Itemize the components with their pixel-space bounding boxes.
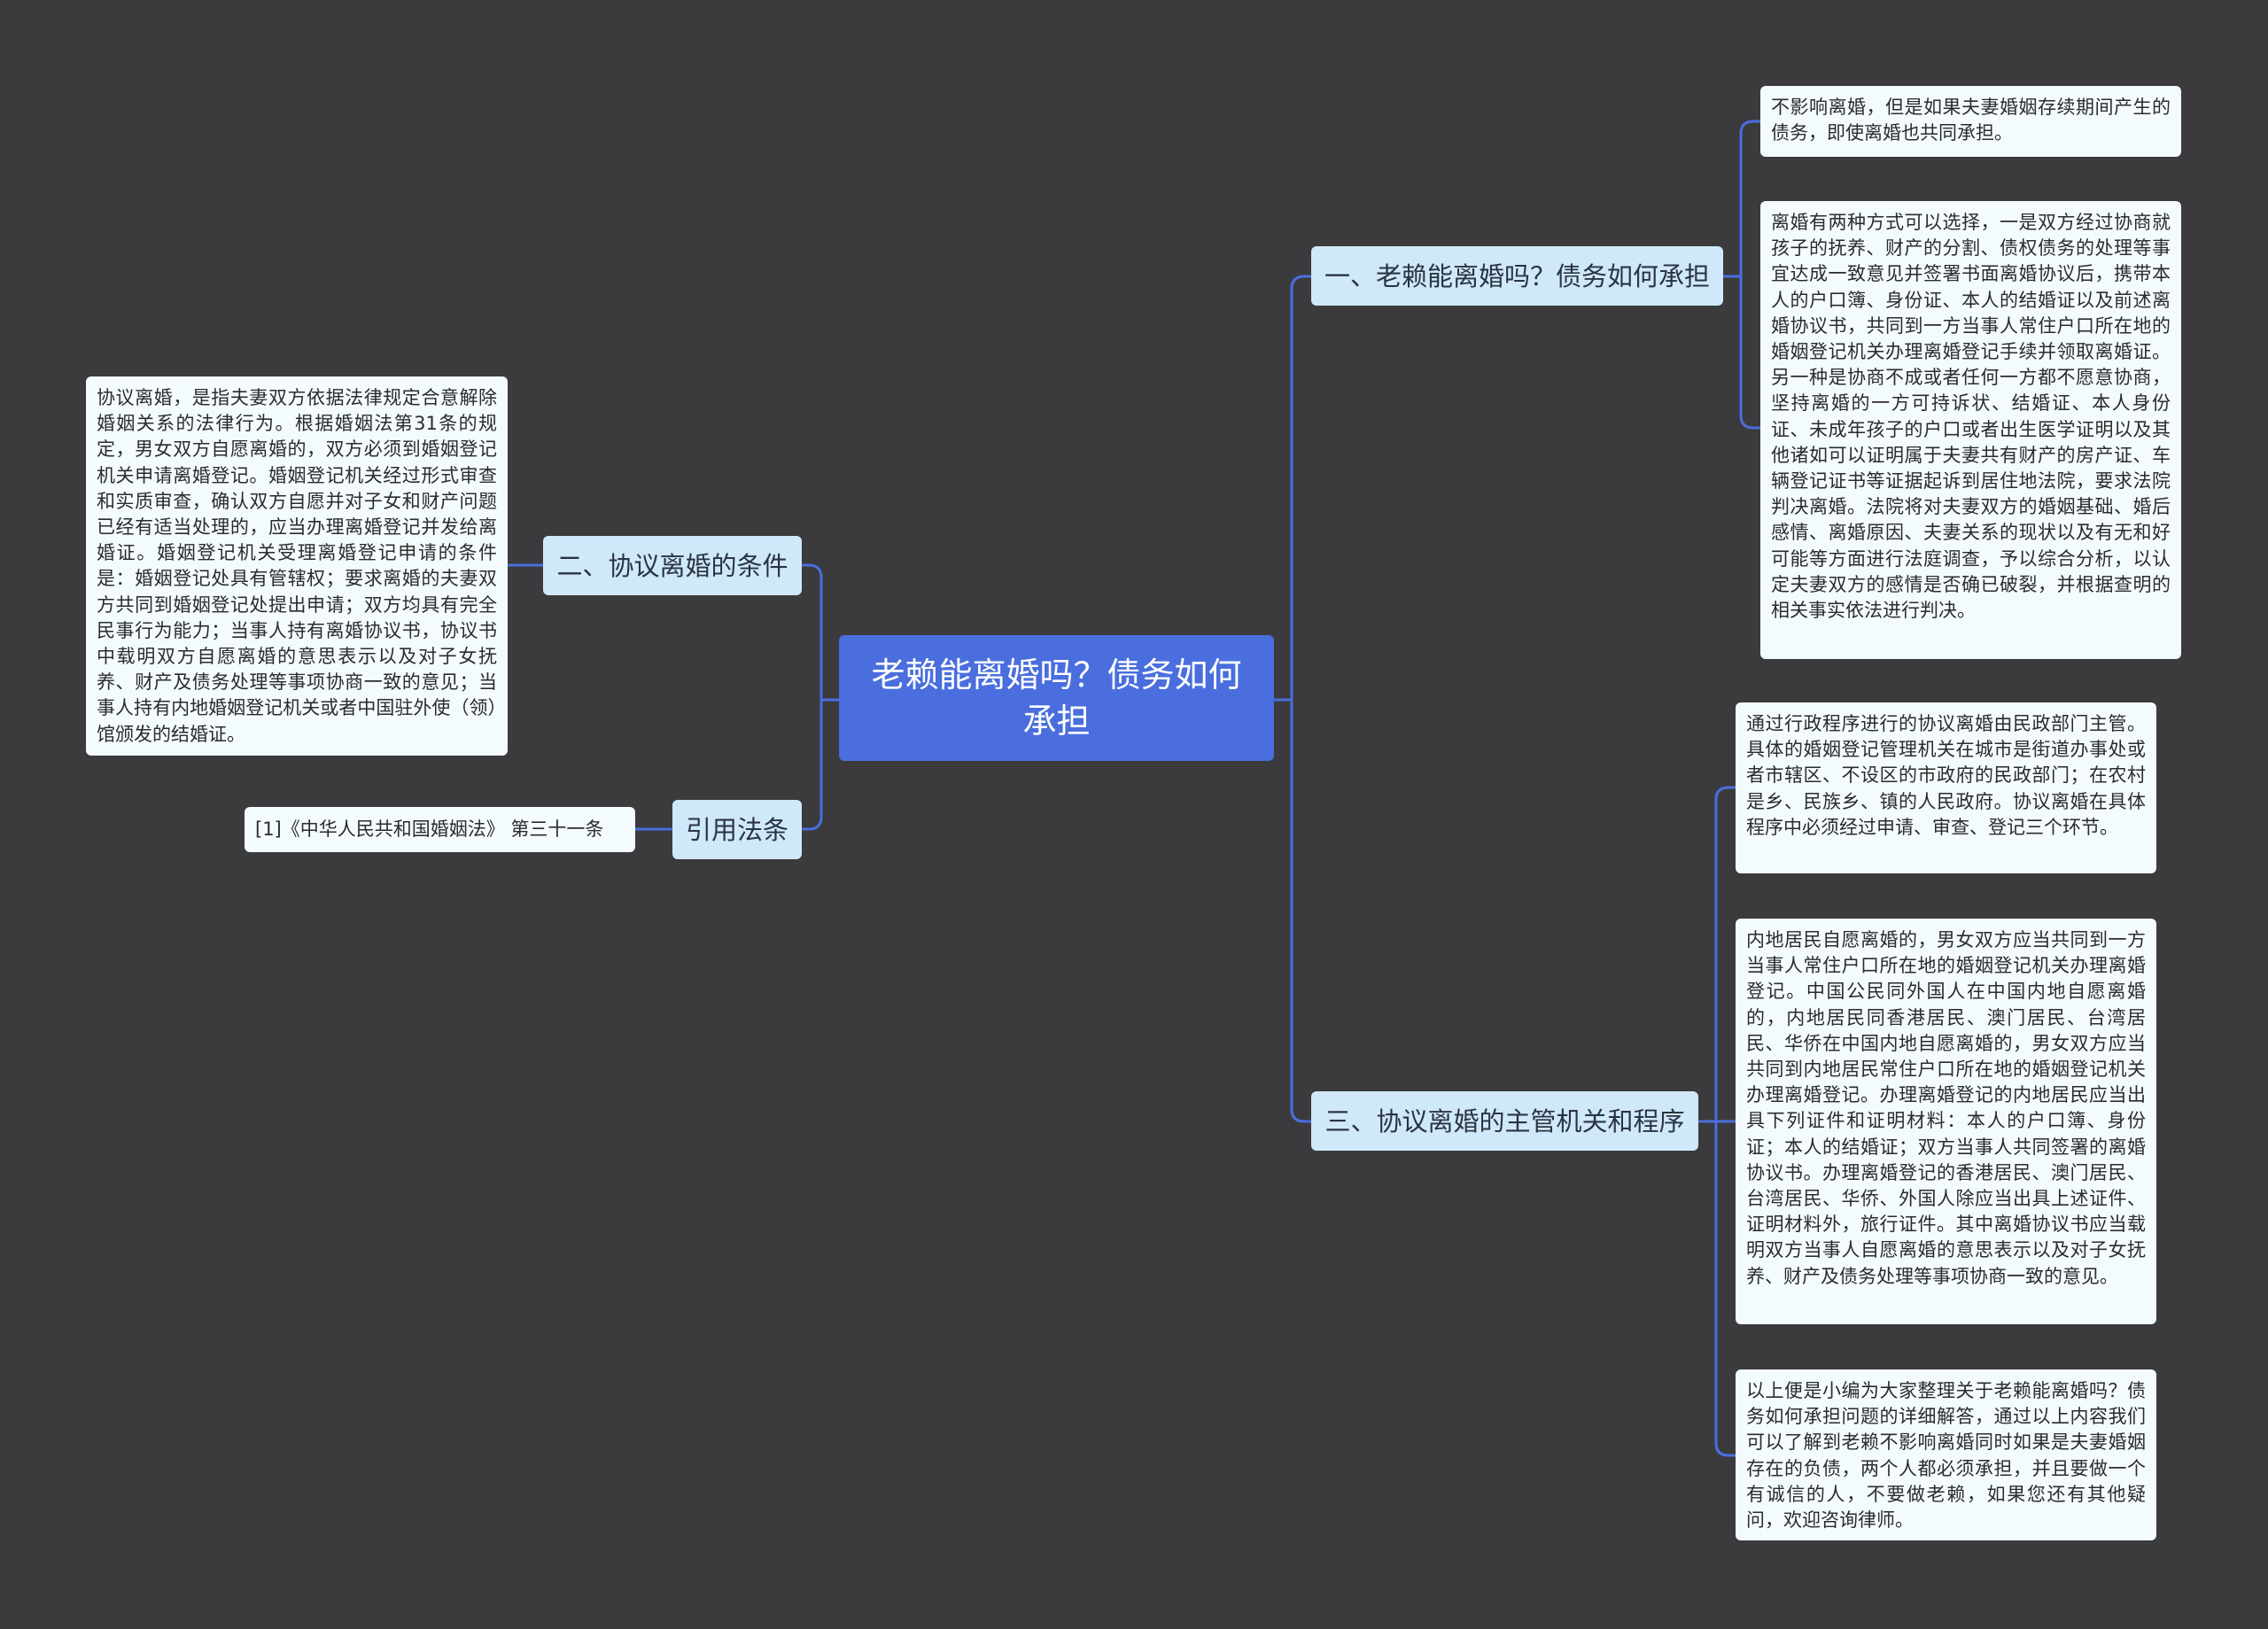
connector-root-t1 xyxy=(1290,275,1313,702)
root-node[interactable]: 老赖能离婚吗？债务如何承担 xyxy=(839,635,1274,761)
connector-root-t3 xyxy=(800,698,823,831)
leaf-debt-summary[interactable]: 不影响离婚，但是如果夫妻婚姻存续期间产生的债务，即使离婚也共同承担。 xyxy=(1760,86,2181,157)
leaf-text: 离婚有两种方式可以选择，一是双方经过协商就孩子的抚养、财产的分割、债权债务的处理… xyxy=(1771,212,2171,622)
connector-t4-l7-end xyxy=(1714,1121,1736,1457)
root-title: 老赖能离婚吗？债务如何承担 xyxy=(871,655,1242,741)
connector-t4-l7 xyxy=(1714,1120,1737,1457)
topic-node-authority[interactable]: 三、协议离婚的主管机关和程序 xyxy=(1311,1091,1698,1151)
connector-root-t2 xyxy=(800,563,823,702)
leaf-text: 以上便是小编为大家整理关于老赖能离婚吗？债务如何承担问题的详细解答，通过以上内容… xyxy=(1746,1380,2146,1532)
topic-label: 三、协议离婚的主管机关和程序 xyxy=(1324,1105,1685,1136)
leaf-text: 内地居民自愿离婚的，男女双方应当共同到一方当事人常住户口所在地的婚姻登记机关办理… xyxy=(1746,929,2146,1287)
leaf-law-citation[interactable]: [1]《中华人民共和国婚姻法》 第三十一条 xyxy=(245,807,635,852)
leaf-procedure[interactable]: 内地居民自愿离婚的，男女双方应当共同到一方当事人常住户口所在地的婚姻登记机关办理… xyxy=(1736,919,2156,1324)
connector-root-t4 xyxy=(1290,698,1313,1123)
topic-label: 二、协议离婚的条件 xyxy=(556,550,788,581)
leaf-text: 通过行政程序进行的协议离婚由民政部门主管。具体的婚姻登记管理机关在城市是街道办事… xyxy=(1746,713,2146,838)
leaf-authority[interactable]: 通过行政程序进行的协议离婚由民政部门主管。具体的婚姻登记管理机关在城市是街道办事… xyxy=(1736,702,2156,873)
leaf-text: 不影响离婚，但是如果夫妻婚姻存续期间产生的债务，即使离婚也共同承担。 xyxy=(1771,97,2171,144)
connector-t4-l5 xyxy=(1714,786,1737,1123)
topic-label: 一、老赖能离婚吗？债务如何承担 xyxy=(1324,260,1710,291)
leaf-divorce-methods[interactable]: 离婚有两种方式可以选择，一是双方经过协商就孩子的抚养、财产的分割、债权债务的处理… xyxy=(1760,201,2181,659)
connector-t1-l1 xyxy=(1739,120,1762,278)
leaf-conclusion[interactable]: 以上便是小编为大家整理关于老赖能离婚吗？债务如何承担问题的详细解答，通过以上内容… xyxy=(1736,1369,2156,1540)
topic-label: 引用法条 xyxy=(685,814,788,845)
topic-node-conditions[interactable]: 二、协议离婚的条件 xyxy=(543,536,802,595)
leaf-text: 协议离婚，是指夫妻双方依据法律规定合意解除婚姻关系的法律行为。根据婚姻法第31条… xyxy=(97,387,497,745)
connector-t1-l2 xyxy=(1739,275,1762,430)
leaf-text: [1]《中华人民共和国婚姻法》 第三十一条 xyxy=(255,818,604,840)
topic-node-citation[interactable]: 引用法条 xyxy=(672,800,802,859)
leaf-agreement-conditions[interactable]: 协议离婚，是指夫妻双方依据法律规定合意解除婚姻关系的法律行为。根据婚姻法第31条… xyxy=(86,376,508,756)
topic-node-debt[interactable]: 一、老赖能离婚吗？债务如何承担 xyxy=(1311,246,1723,306)
